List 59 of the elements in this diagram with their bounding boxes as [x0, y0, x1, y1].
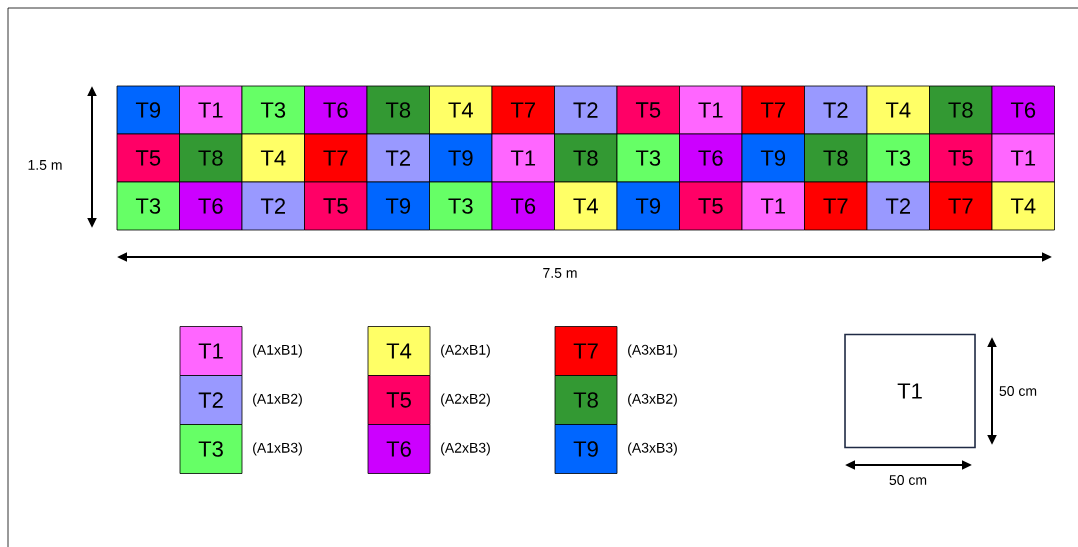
plot-cell: T1 — [491, 133, 555, 183]
plot-cell: T9 — [429, 133, 493, 183]
plot-cell: T5 — [304, 181, 368, 231]
plot-cell: T9 — [116, 85, 180, 135]
plot-cell: T8 — [804, 133, 868, 183]
legend-label: (A1xB1) — [253, 344, 302, 358]
plot-cell: T9 — [616, 181, 680, 231]
plot-cell: T8 — [366, 85, 430, 135]
plot-cell: T2 — [866, 181, 930, 231]
plot-cell: T2 — [804, 85, 868, 135]
plot-cell: T7 — [929, 181, 993, 231]
plot-cell: T5 — [616, 85, 680, 135]
legend-label: (A3xB1) — [628, 344, 677, 358]
plot-cell: T4 — [991, 181, 1055, 231]
plot-cell: T1 — [991, 133, 1055, 183]
legend-label: (A1xB3) — [253, 442, 302, 456]
plot-cell: T1 — [179, 85, 243, 135]
dimension-label: 1.5 m — [26, 159, 64, 171]
plot-cell: T3 — [429, 181, 493, 231]
plot-cell: T4 — [429, 85, 493, 135]
plot-cell: T6 — [491, 181, 555, 231]
plot-cell: T7 — [804, 181, 868, 231]
plot-cell: T4 — [241, 133, 305, 183]
plot-cell: T8 — [554, 133, 618, 183]
plot-cell: T4 — [866, 85, 930, 135]
legend-label: (A3xB3) — [628, 442, 677, 456]
plot-cell: T5 — [929, 133, 993, 183]
plot-cell: T6 — [304, 85, 368, 135]
plot-cell: T4 — [554, 181, 618, 231]
plot-cell: T9 — [366, 181, 430, 231]
plot-cell: T6 — [179, 181, 243, 231]
plot-cell: T1 — [679, 85, 743, 135]
plot-cell: T6 — [679, 133, 743, 183]
plot-cell: T2 — [554, 85, 618, 135]
legend-label: (A3xB2) — [628, 393, 677, 407]
plot-cell: T8 — [929, 85, 993, 135]
legend-label: (A1xB2) — [253, 393, 302, 407]
legend-label: (A2xB2) — [441, 393, 490, 407]
sample-plot-box: T1 — [844, 333, 976, 449]
dimension-label: 50 cm — [997, 385, 1039, 397]
dimension-label: 7.5 m — [541, 267, 579, 279]
dimension-label: 50 cm — [887, 474, 929, 486]
plot-cell: T7 — [304, 133, 368, 183]
plot-cell: T3 — [866, 133, 930, 183]
plot-cell: T3 — [616, 133, 680, 183]
plot-cell: T3 — [241, 85, 305, 135]
plot-cell: T5 — [116, 133, 180, 183]
plot-cell: T2 — [241, 181, 305, 231]
plot-cell: T2 — [366, 133, 430, 183]
legend-label: (A2xB3) — [441, 442, 490, 456]
plot-cell: T1 — [741, 181, 805, 231]
plot-cell: T7 — [741, 85, 805, 135]
plot-cell: T5 — [679, 181, 743, 231]
plot-cell: T3 — [116, 181, 180, 231]
legend-label: (A2xB1) — [441, 344, 490, 358]
plot-cell: T8 — [179, 133, 243, 183]
plot-cell: T9 — [741, 133, 805, 183]
plot-cell: T7 — [491, 85, 555, 135]
plot-cell: T6 — [991, 85, 1055, 135]
